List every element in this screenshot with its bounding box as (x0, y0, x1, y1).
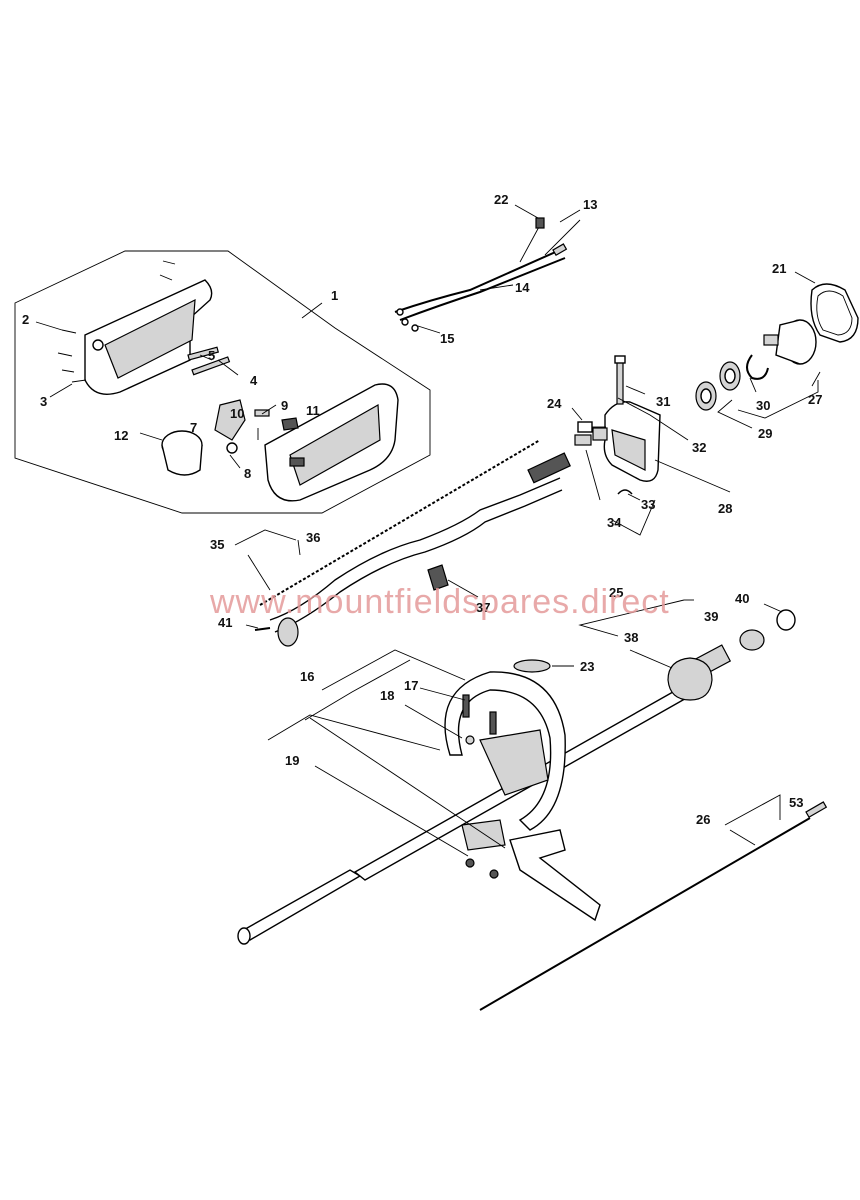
bracket-part-37 (427, 564, 449, 591)
label-part-32: 32 (692, 440, 706, 455)
label-part-1: 1 (331, 288, 338, 303)
watermark-text: www.mountfieldspares.direct (209, 583, 670, 621)
handle-half-left (84, 279, 213, 395)
label-part-16: 16 (300, 669, 314, 684)
label-part-33: 33 (641, 497, 655, 512)
label-part-40: 40 (735, 591, 749, 606)
clip-part-33 (617, 489, 633, 495)
label-part-5: 5 (208, 348, 215, 363)
label-part-27: 27 (808, 392, 822, 407)
loop-handle-part-16 (444, 671, 601, 922)
label-part-37: 37 (476, 600, 490, 615)
label-part-38: 38 (624, 630, 638, 645)
gasket-part-21 (810, 283, 859, 343)
part-number-labels: 1 2 3 4 5 7 8 9 10 11 12 13 14 15 16 17 … (22, 192, 822, 827)
label-part-4: 4 (250, 373, 258, 388)
label-part-24: 24 (547, 396, 562, 411)
wiring-harness (394, 217, 581, 332)
bolt-part-31 (614, 355, 626, 405)
clutch-drum-part-27 (763, 319, 817, 365)
flex-cable-part-26 (479, 801, 828, 1011)
label-part-53: 53 (789, 795, 803, 810)
label-part-12: 12 (114, 428, 128, 443)
label-part-8: 8 (244, 466, 251, 481)
coupling-part-34 (574, 427, 608, 446)
label-part-15: 15 (440, 331, 454, 346)
label-part-30: 30 (756, 398, 770, 413)
circlip-part-30 (746, 354, 769, 380)
label-part-9: 9 (281, 398, 288, 413)
label-part-3: 3 (40, 394, 47, 409)
handle-assembly-group-outline (14, 250, 431, 514)
label-part-7: 7 (190, 420, 197, 435)
drive-cable-part-36 (259, 439, 541, 606)
label-part-41: 41 (218, 615, 232, 630)
label-part-22: 22 (494, 192, 508, 207)
handle-half-right (264, 383, 399, 502)
label-part-13: 13 (583, 197, 597, 212)
label-part-28: 28 (718, 501, 732, 516)
mounting-plate-part-28 (603, 401, 661, 482)
label-part-19: 19 (285, 753, 299, 768)
label-part-36: 36 (306, 530, 320, 545)
label-part-25: 25 (609, 585, 623, 600)
leader-lines (35, 204, 821, 857)
label-part-18: 18 (380, 688, 394, 703)
coupler-part-38 (667, 657, 713, 701)
fitting-part-39 (739, 629, 765, 651)
hose-part-35 (269, 452, 571, 647)
label-part-11: 11 (306, 403, 320, 418)
spacer-part-23 (513, 659, 551, 673)
pin-part-41 (254, 627, 271, 631)
label-part-23: 23 (580, 659, 594, 674)
label-part-34: 34 (607, 515, 622, 530)
label-part-39: 39 (704, 609, 718, 624)
screw-part-24 (577, 421, 606, 433)
label-part-14: 14 (515, 280, 530, 295)
bearings-part-29 (695, 361, 741, 411)
label-part-17: 17 (404, 678, 418, 693)
label-part-26: 26 (696, 812, 710, 827)
label-part-31: 31 (656, 394, 670, 409)
label-part-10: 10 (230, 406, 244, 421)
washer-part-40 (776, 609, 796, 631)
label-part-21: 21 (772, 261, 786, 276)
sleeve-part-12 (161, 430, 203, 476)
label-part-35: 35 (210, 537, 224, 552)
label-part-29: 29 (758, 426, 772, 441)
label-part-2: 2 (22, 312, 29, 327)
